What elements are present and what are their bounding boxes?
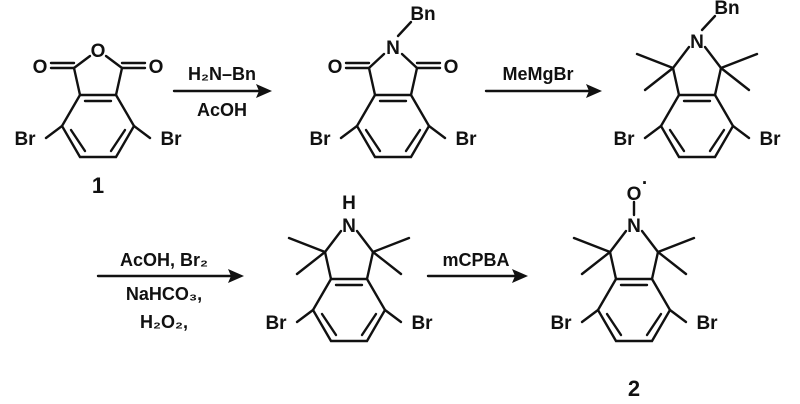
- benzyl-group-label: Bn: [714, 0, 739, 19]
- bromine-atom-label: Br: [696, 313, 718, 334]
- reagents-acetic-acid-bromine: AcOH, Br₂: [120, 250, 208, 270]
- compound-tetramethylisoindoline: N H Br Br: [265, 193, 433, 343]
- bromine-atom-label: Br: [759, 129, 781, 150]
- solvent-acetic-acid: AcOH: [197, 100, 247, 120]
- nitrogen-atom-label: N: [386, 38, 400, 59]
- bromine-atom-label: Br: [411, 313, 433, 334]
- radical-dot: ·: [642, 173, 648, 194]
- reaction-arrow-1: [172, 84, 272, 98]
- bromine-atom-label: Br: [550, 313, 572, 334]
- compound-n-benzyl-tetramethylisoindoline: N Bn Br Br: [613, 0, 781, 159]
- reaction-arrow-2: [484, 84, 602, 98]
- reagent-mcpba: mCPBA: [442, 250, 509, 270]
- oxygen-atom-label: O: [328, 57, 343, 78]
- compound-label-2: 2: [628, 376, 640, 401]
- reagent-sodium-bicarbonate: NaHCO₃,: [126, 284, 202, 304]
- oxygen-atom-label: O: [33, 57, 48, 78]
- bromine-atom-label: Br: [613, 129, 635, 150]
- bromine-atom-label: Br: [160, 129, 182, 150]
- compound-1: O O O Br Br: [14, 41, 182, 159]
- oxygen-atom-label: O: [91, 41, 106, 62]
- compound-n-benzyl-imide: N Bn O O Br Br: [309, 4, 477, 159]
- reagent-hydrogen-peroxide: H₂O₂,: [140, 312, 188, 332]
- reagent-benzylamine: H₂N–Bn: [188, 64, 256, 84]
- compound-2-nitroxide: N O · Br Br: [550, 173, 718, 343]
- bromine-atom-label: Br: [455, 129, 477, 150]
- oxygen-atom-label: O: [444, 57, 459, 78]
- hydrogen-atom-label: H: [342, 193, 356, 214]
- reaction-arrow-3: [96, 269, 244, 283]
- compound-label-1: 1: [92, 173, 104, 198]
- nitrogen-hydrogen-label: N: [342, 216, 356, 237]
- bromine-atom-label: Br: [309, 129, 331, 150]
- oxygen-atom-label: O: [627, 184, 642, 205]
- bromine-atom-label: Br: [14, 129, 36, 150]
- bromine-atom-label: Br: [265, 313, 287, 334]
- reagent-methylmagnesium-bromide: MeMgBr: [503, 64, 574, 84]
- reaction-arrow-4: [426, 269, 528, 283]
- benzyl-group-label: Bn: [410, 4, 435, 25]
- nitrogen-atom-label: N: [627, 216, 641, 237]
- nitrogen-atom-label: N: [690, 32, 704, 53]
- oxygen-atom-label: O: [149, 57, 164, 78]
